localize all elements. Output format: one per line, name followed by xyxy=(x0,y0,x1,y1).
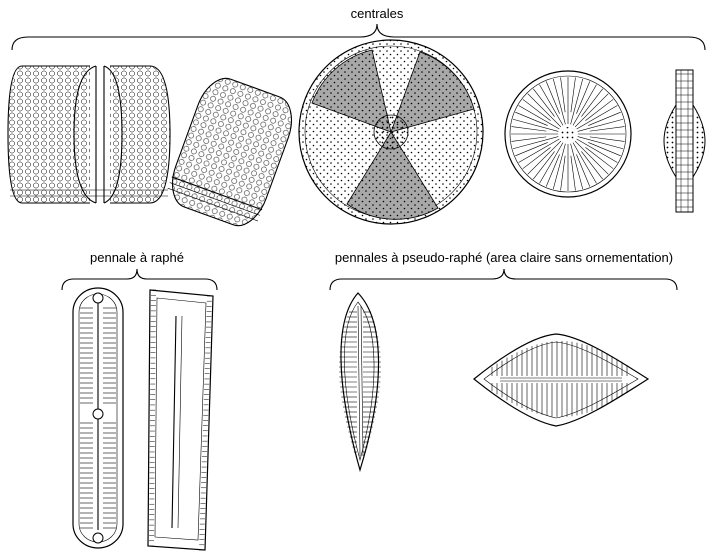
brace-pennales-pseudo-raphe xyxy=(330,269,677,290)
pennate-diatom-valve-view xyxy=(73,288,123,548)
pennate-diatom-girdle-view xyxy=(148,290,213,550)
label-pennale-a-raphe: pennale à raphé xyxy=(90,250,184,265)
brace-pennale-a-raphe xyxy=(62,269,217,290)
centric-diatom-disc-sectors xyxy=(299,40,483,224)
label-centrales: centrales xyxy=(351,6,404,21)
centric-diatom-tilted xyxy=(164,72,301,233)
label-pennales-pseudo-raphe: pennales à pseudo-raphé (area claire san… xyxy=(335,250,673,265)
centric-diatom-cylinder xyxy=(8,64,170,205)
pseudoraphid-diatom-horizontal xyxy=(474,334,648,426)
pseudoraphid-diatom-lanceolate xyxy=(339,293,381,470)
centric-diatom-radial xyxy=(505,71,631,197)
centric-diatom-girdle-view xyxy=(664,70,705,212)
